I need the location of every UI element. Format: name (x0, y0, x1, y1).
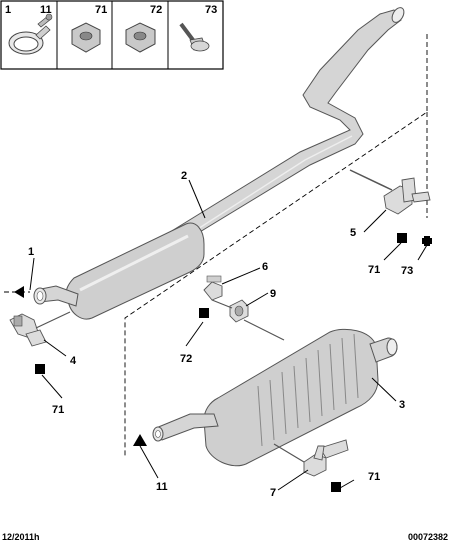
footer-reference: 00072382 (408, 532, 448, 542)
square-marker-icon (397, 233, 407, 243)
pipe-clamp-icon (8, 25, 51, 55)
callout-labels: 1 2 3 4 5 6 7 9 11 71 71 71 72 73 (28, 170, 413, 499)
callout-7: 7 (270, 487, 276, 499)
callout-9: 9 (270, 288, 276, 300)
callout-73: 73 (401, 265, 413, 277)
square-marker-icon (35, 364, 45, 374)
legend-ref-1: 1 (5, 4, 11, 16)
rear-right-bracket (383, 177, 431, 215)
parts-legend: 1 11 71 72 73 (0, 0, 224, 70)
callout-11: 11 (156, 481, 168, 493)
rear-hanger (203, 275, 285, 341)
square-marker-icon (199, 308, 209, 318)
callout-4: 4 (70, 355, 77, 367)
square-marker-icon (331, 482, 341, 492)
callout-71-front: 71 (52, 404, 64, 416)
legend-ref-73: 73 (205, 4, 217, 16)
exhaust-pipe (169, 7, 405, 245)
callout-3: 3 (399, 399, 405, 411)
front-muffler (33, 222, 205, 320)
assembly-symbols (14, 233, 432, 492)
nut-icon (71, 22, 101, 53)
front-bracket (9, 311, 71, 347)
screw-icon (179, 22, 210, 52)
callout-72: 72 (180, 353, 192, 365)
callout-1: 1 (28, 246, 34, 258)
triangle-marker-icon (14, 286, 24, 298)
rear-silencer (152, 328, 398, 467)
nut-icon (125, 22, 156, 53)
callout-71-right: 71 (368, 264, 380, 276)
footer-date: 12/2011h (2, 532, 40, 542)
triangle-marker-icon (133, 434, 147, 446)
clamp-bolt-icon (37, 13, 53, 28)
callout-71-rear: 71 (368, 471, 380, 483)
plus-marker-icon (422, 236, 432, 246)
callout-6: 6 (262, 261, 268, 273)
callout-5: 5 (350, 227, 356, 239)
legend-ref-71: 71 (95, 4, 107, 16)
leader-lines (29, 179, 428, 491)
legend-ref-11: 11 (40, 4, 52, 16)
callout-2: 2 (181, 170, 187, 182)
rear-bracket (273, 439, 349, 477)
legend-ref-72: 72 (150, 4, 162, 16)
